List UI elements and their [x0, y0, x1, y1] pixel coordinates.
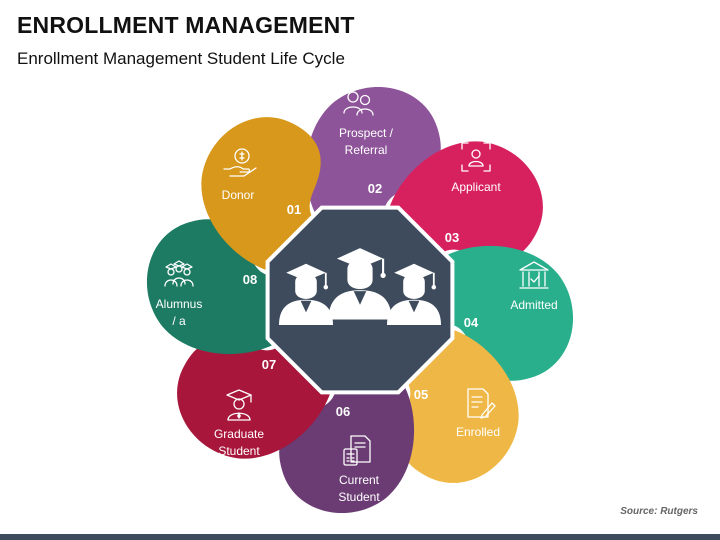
alumni-group-icon — [164, 260, 194, 287]
stage-number-08: 08 — [243, 272, 257, 287]
stage-label-03: Admitted — [510, 298, 557, 312]
stage-label-07: Alumnus/ a — [156, 297, 203, 328]
institution-check-icon — [519, 261, 549, 289]
petal-stage-05 — [279, 368, 415, 514]
source-note: Source: Rutgers — [620, 506, 698, 517]
id-scan-icon — [461, 142, 491, 172]
stage-label-08: Donor — [222, 188, 255, 202]
document-pen-icon — [467, 388, 496, 419]
stage-number-01: 01 — [287, 202, 301, 217]
stage-number-05: 05 — [414, 387, 428, 402]
calculator-doc-icon — [343, 435, 371, 466]
hand-coin-icon — [223, 148, 257, 177]
stage-number-04: 04 — [464, 315, 479, 330]
stage-number-03: 03 — [445, 230, 459, 245]
stage-label-01: Prospect /Referral — [339, 126, 394, 157]
hub-octagon — [265, 205, 455, 395]
stage-label-04: Enrolled — [456, 425, 500, 439]
stage-number-07: 07 — [262, 357, 276, 372]
page-title: ENROLLMENT MANAGEMENT — [17, 12, 355, 38]
bottom-bar — [0, 534, 720, 540]
graduate-icon — [226, 389, 252, 421]
stage-number-02: 02 — [368, 181, 382, 196]
stage-number-06: 06 — [336, 404, 350, 419]
page-subtitle: Enrollment Management Student Life Cycle — [17, 49, 345, 68]
petal-stage-01 — [305, 86, 441, 232]
graduates-group-icon — [279, 248, 441, 325]
stage-label-02: Applicant — [451, 180, 501, 194]
people-icon — [343, 91, 374, 116]
petal-stage-07 — [146, 219, 292, 355]
